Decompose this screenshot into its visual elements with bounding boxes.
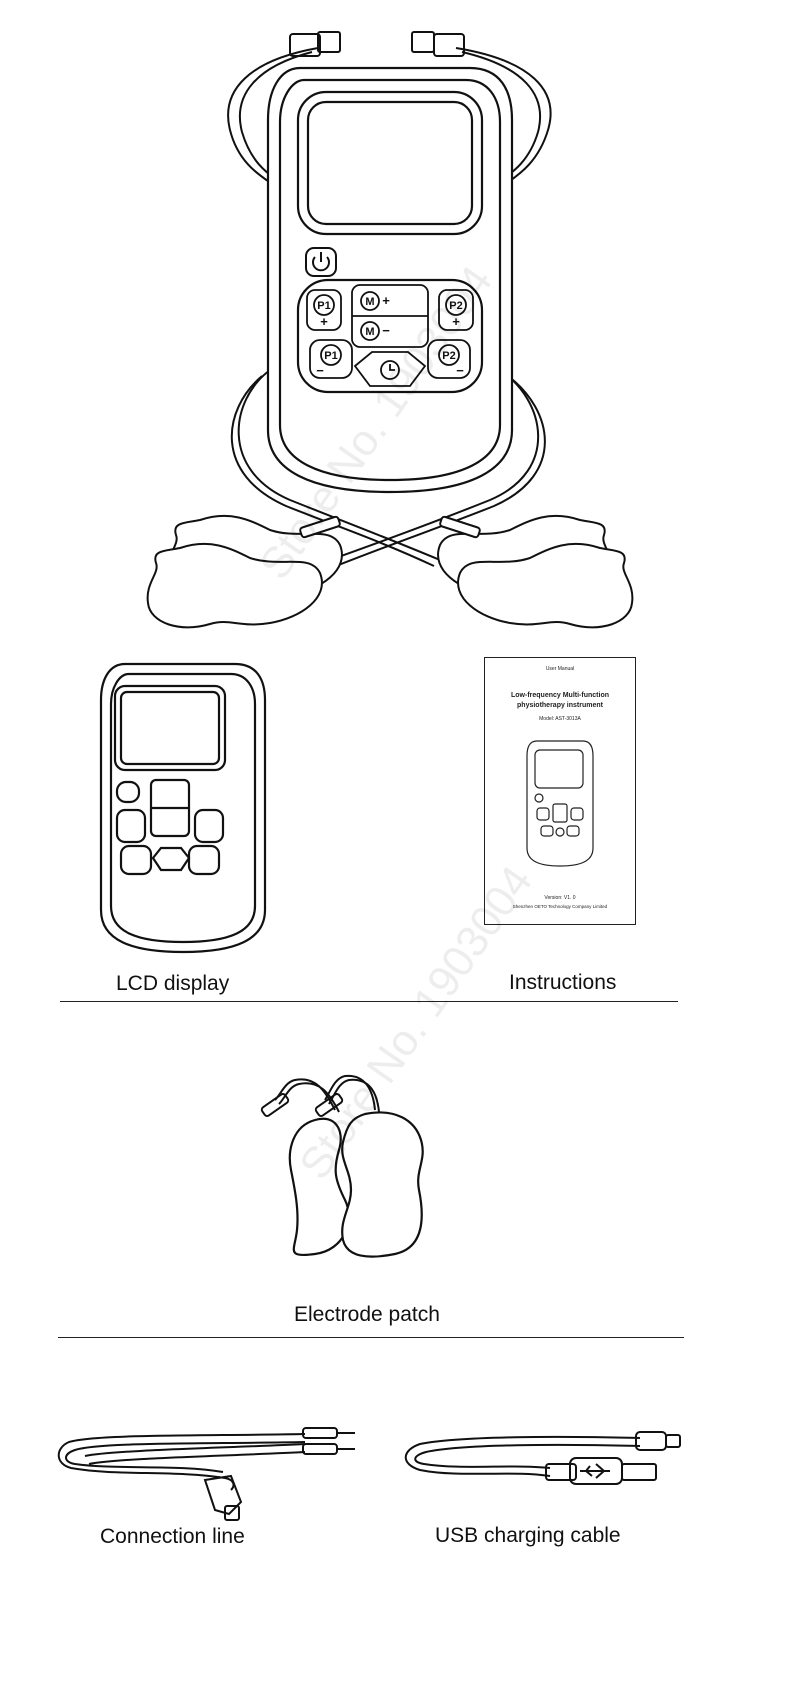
instructions-booklet: User Manual Low-frequency Multi-function… [484, 657, 636, 925]
pad-cables [230, 369, 546, 567]
manual-company: Shenzhen OETO Technology Company Limited [512, 904, 608, 909]
m-minus-sign: − [382, 323, 390, 338]
p1-plus-sign: + [320, 314, 328, 329]
p1-minus-label: P1 [324, 350, 337, 362]
manual-version: Version: V1. 0 [544, 895, 576, 901]
device-illustration: P1 P2 M M P1 P2 + + + − − − [146, 31, 634, 629]
p2-plus-label: P2 [449, 300, 462, 312]
connection-line-label: Connection line [100, 1525, 245, 1548]
p2-plus-sign: + [452, 314, 460, 329]
p1-plus-label: P1 [317, 300, 330, 312]
manual-header: User Manual [545, 666, 575, 672]
divider-1 [60, 1001, 678, 1002]
manual-title-line2: physiotherapy instrument [517, 702, 603, 709]
p1-minus-sign: − [316, 363, 324, 378]
instructions-label: Instructions [509, 971, 617, 994]
lcd-display-unit [99, 662, 267, 954]
electrode-patch-label: Electrode patch [294, 1303, 440, 1326]
usb-charging-cable [404, 1431, 681, 1485]
connection-line [57, 1427, 355, 1521]
lcd-display-label: LCD display [116, 972, 230, 995]
electrode-pads-top [146, 514, 634, 629]
divider-2 [58, 1337, 684, 1338]
electrode-patches [260, 1074, 424, 1258]
m-plus-sign: + [382, 293, 390, 308]
m-plus-label: M [365, 296, 374, 308]
power-button [305, 247, 337, 277]
manual-device-image [526, 740, 594, 867]
p2-minus-sign: − [456, 363, 464, 378]
manual-title-line1: Low-frequency Multi-function [511, 692, 609, 699]
usb-charging-cable-label: USB charging cable [435, 1524, 621, 1547]
manual-model: Model: AST-3013A [539, 716, 581, 722]
p2-minus-label: P2 [442, 350, 455, 362]
m-minus-label: M [365, 326, 374, 338]
